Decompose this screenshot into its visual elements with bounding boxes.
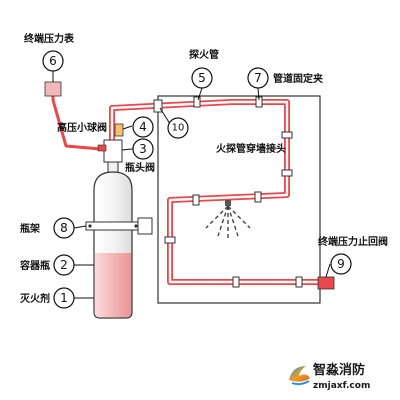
marker-7: 7 bbox=[247, 67, 269, 89]
pipe-clamp bbox=[281, 131, 293, 139]
pipe-clamp bbox=[193, 96, 201, 108]
label-bracket: 瓶架 bbox=[20, 222, 40, 235]
pipe-clamp bbox=[232, 276, 240, 288]
marker-1: 1 bbox=[53, 287, 75, 309]
pipe-clamp bbox=[295, 276, 303, 288]
label-extinguishing-agent: 灭火剂 bbox=[19, 292, 50, 305]
cylinder-valve-body bbox=[103, 139, 123, 163]
marker-10: 10 bbox=[167, 117, 189, 139]
end-pressure-gauge bbox=[44, 81, 62, 97]
marker-8-number: 8 bbox=[60, 221, 68, 235]
marker-10-number: 10 bbox=[172, 123, 185, 134]
label-end-pressure-gauge: 终端压力表 bbox=[24, 32, 75, 45]
marker-8: 8 bbox=[53, 217, 75, 239]
marker-5: 5 bbox=[191, 67, 213, 89]
marker-4: 4 bbox=[132, 116, 154, 138]
cylinder-bracket bbox=[85, 221, 141, 231]
marker-7-number: 7 bbox=[254, 71, 262, 85]
brand-logo bbox=[287, 364, 310, 386]
wall-penetration-joint bbox=[153, 99, 163, 113]
label-pipe-clamp: 管道固定夹 bbox=[273, 72, 323, 85]
marker-2-number: 2 bbox=[60, 258, 68, 272]
pipe-clamps bbox=[164, 96, 303, 288]
marker-9-number: 9 bbox=[337, 257, 345, 271]
cylinder-assembly bbox=[85, 123, 153, 319]
marker-6: 6 bbox=[42, 50, 64, 72]
pipe-clamp bbox=[254, 191, 262, 203]
label-wall-penetration-joint: 火探管穿墙接头 bbox=[216, 142, 286, 155]
hp-ball-valve-body bbox=[114, 123, 124, 137]
marker-4-number: 4 bbox=[139, 120, 147, 134]
marker-5-number: 5 bbox=[198, 71, 206, 85]
discharge-nozzle bbox=[205, 200, 251, 240]
marker-2: 2 bbox=[53, 254, 75, 276]
protected-enclosure bbox=[157, 95, 321, 304]
marker-1-number: 1 bbox=[60, 291, 68, 305]
marker-9: 9 bbox=[330, 253, 352, 275]
end-stop-valve bbox=[317, 276, 335, 290]
brand-watermark: 智淼消防 zmjaxf.com bbox=[287, 362, 370, 391]
brand-name: 智淼消防 bbox=[313, 362, 365, 378]
label-end-stop-valve: 终端压力止回阀 bbox=[318, 235, 388, 248]
label-cylinder-valve: 瓶头阀 bbox=[125, 161, 155, 174]
brand-url: zmjaxf.com bbox=[313, 381, 370, 391]
leader-lines bbox=[52, 70, 331, 299]
label-cylinder: 容器瓶 bbox=[19, 259, 50, 272]
pipe-clamp bbox=[281, 169, 293, 177]
marker-3: 3 bbox=[132, 138, 154, 160]
marker-6-number: 6 bbox=[49, 54, 57, 68]
pipe-clamp bbox=[164, 236, 176, 244]
pipe-clamp bbox=[192, 194, 200, 206]
marker-3-number: 3 bbox=[139, 142, 147, 156]
label-detector-tube: 探火管 bbox=[189, 48, 219, 61]
label-hp-ball-valve: 高压小球阀 bbox=[57, 121, 107, 134]
